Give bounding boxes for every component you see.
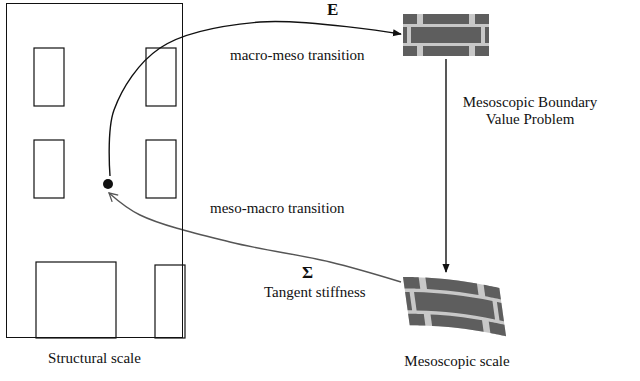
transition-arrow bbox=[109, 21, 401, 176]
strain-symbol: E bbox=[325, 0, 340, 20]
deformed-masonry-cell: Mesoscopic scale bbox=[403, 276, 511, 340]
building-outline: Structural scale bbox=[6, 3, 183, 338]
brick bbox=[497, 302, 504, 321]
masonry-cell bbox=[403, 14, 489, 56]
scale-caption: Structural scale bbox=[48, 350, 141, 367]
stress-symbol: Σ bbox=[300, 263, 315, 283]
brick bbox=[425, 278, 478, 295]
brick bbox=[475, 46, 489, 56]
brick bbox=[431, 314, 484, 331]
masonry-drawing bbox=[403, 276, 511, 340]
brick bbox=[423, 46, 469, 56]
window bbox=[146, 140, 176, 198]
window bbox=[34, 140, 64, 198]
door bbox=[36, 262, 116, 338]
transition-arrow bbox=[445, 59, 446, 272]
brick bbox=[485, 27, 489, 43]
brick bbox=[475, 14, 489, 24]
brick bbox=[403, 27, 407, 43]
transition-label: meso-macro transition bbox=[208, 200, 347, 217]
brick bbox=[408, 314, 425, 326]
door bbox=[155, 265, 185, 338]
mortar bbox=[403, 277, 506, 336]
brick bbox=[403, 46, 417, 56]
brick bbox=[403, 14, 417, 24]
window bbox=[146, 48, 176, 106]
brick bbox=[489, 322, 506, 337]
transition-label: Mesoscopic Boundary Value Problem bbox=[458, 94, 602, 129]
brick bbox=[403, 277, 420, 289]
brick bbox=[414, 292, 495, 319]
brick bbox=[423, 14, 469, 24]
masonry-drawing bbox=[403, 14, 489, 56]
transition-label: macro-meso transition bbox=[228, 47, 367, 64]
brick bbox=[484, 285, 501, 300]
transition-arrow bbox=[109, 193, 401, 282]
window bbox=[34, 48, 64, 106]
brick bbox=[405, 292, 412, 310]
material-point bbox=[103, 179, 113, 189]
annotation: Tangent stiffness bbox=[262, 284, 368, 301]
scale-caption: Mesoscopic scale bbox=[404, 353, 509, 370]
brick bbox=[411, 27, 481, 43]
mortar bbox=[403, 14, 489, 56]
